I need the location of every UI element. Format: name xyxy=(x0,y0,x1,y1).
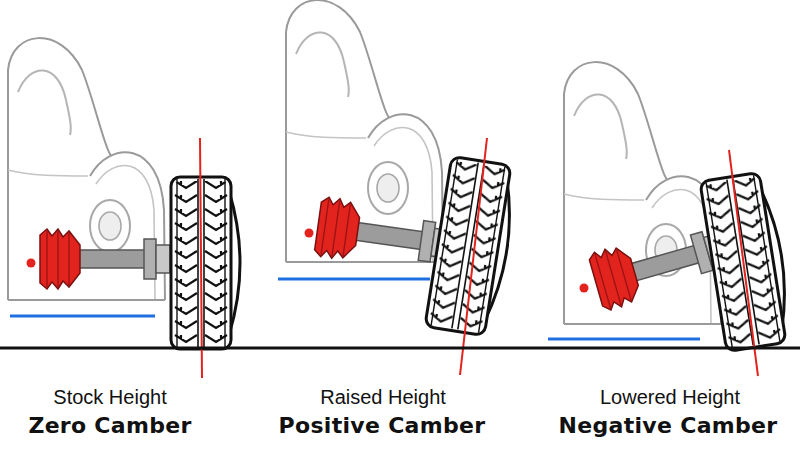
camber-label: Negative Camber xyxy=(559,413,778,438)
height-label: Lowered Height xyxy=(600,386,740,409)
height-label: Raised Height xyxy=(320,386,446,409)
camber-label: Positive Camber xyxy=(279,413,486,438)
camber-label: Zero Camber xyxy=(28,413,191,438)
height-label: Stock Height xyxy=(53,386,166,409)
